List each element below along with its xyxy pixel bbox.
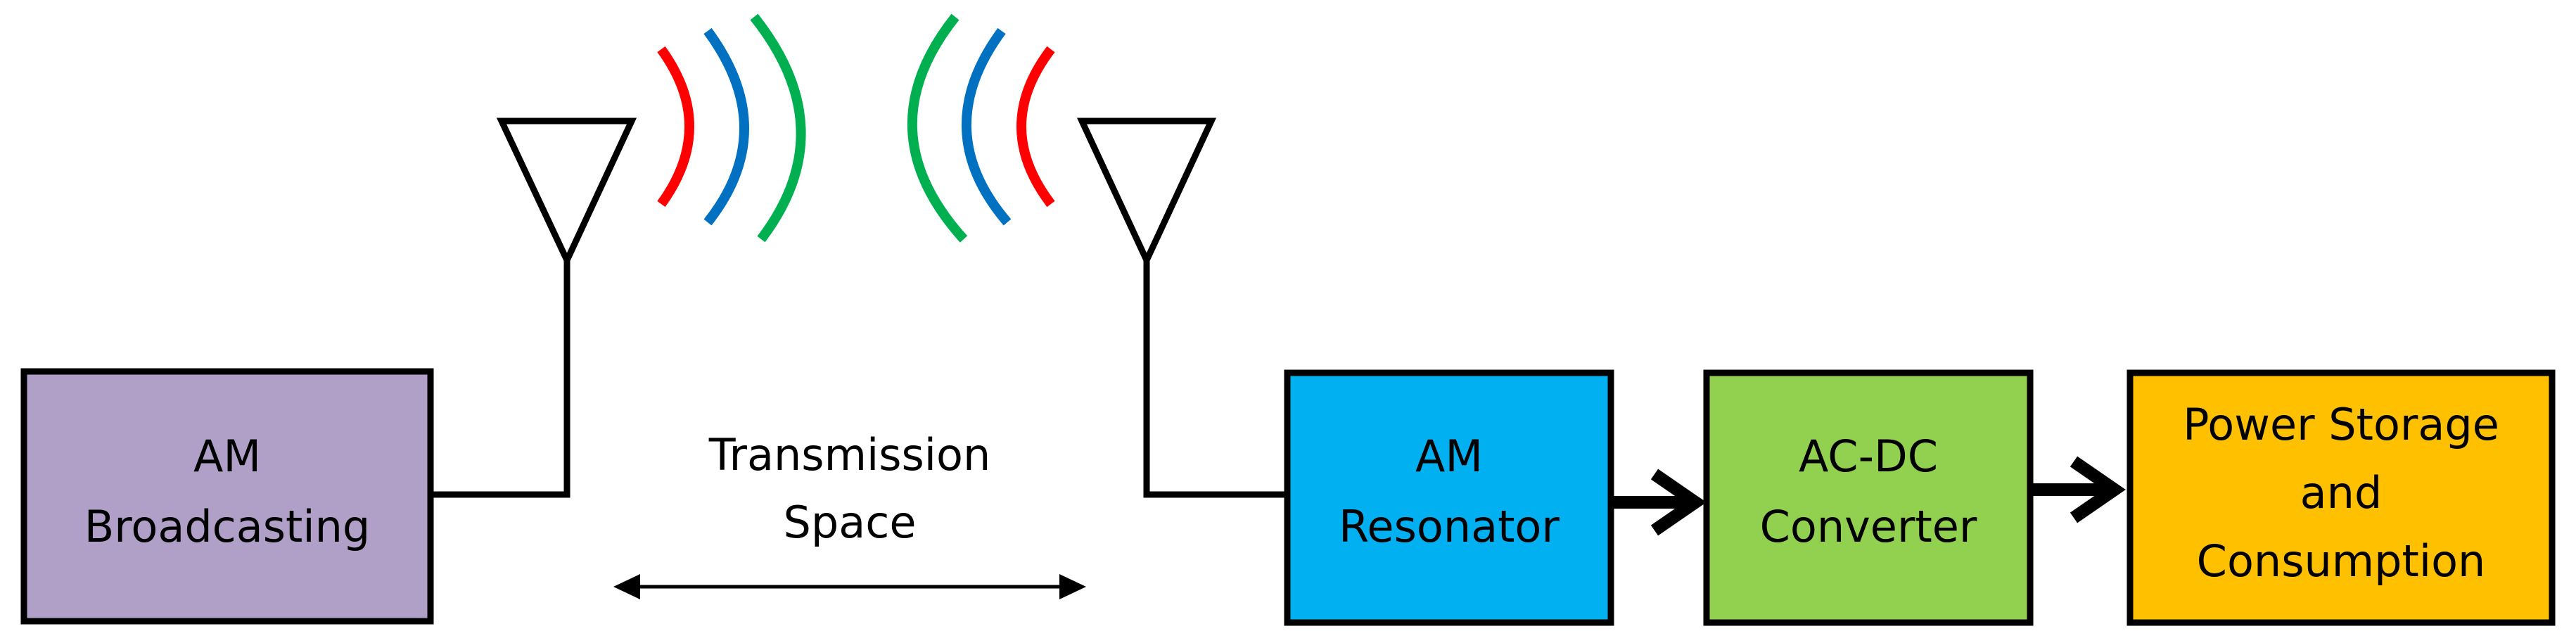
- am-broadcasting-box: [20, 368, 434, 625]
- receiver-feed-line: [1143, 260, 1287, 498]
- receiver-antenna-icon: [1076, 117, 1217, 268]
- receiver-radio-waves-icon: [907, 13, 1055, 243]
- am-resonator-label-line1: AM: [1415, 431, 1483, 482]
- power-storage-label-line3: Consumption: [2197, 535, 2486, 587]
- am-resonator-block: AM Resonator: [1284, 369, 1614, 626]
- rx-wave-blue: [962, 27, 1012, 226]
- arrow-resonator-to-converter: [1611, 469, 1707, 536]
- rx-wave-red: [1016, 46, 1055, 208]
- power-storage-label-line1: Power Storage: [2183, 399, 2499, 450]
- tx-wave-blue: [703, 27, 749, 226]
- am-resonator-box: [1284, 369, 1614, 626]
- ac-dc-converter-label-line2: Converter: [1760, 501, 1977, 552]
- am-broadcasting-label-line2: Broadcasting: [84, 501, 371, 552]
- transmitter-antenna-icon: [496, 117, 637, 268]
- power-storage-box: [2127, 369, 2556, 626]
- transmission-double-arrow: [613, 574, 1086, 599]
- am-resonator-label-line2: Resonator: [1339, 501, 1560, 552]
- tx-wave-green: [750, 13, 806, 243]
- am-broadcasting-label-line1: AM: [193, 431, 261, 482]
- power-storage-label-line2: and: [2300, 467, 2383, 518]
- arrow-converter-to-storage: [2030, 456, 2126, 523]
- am-broadcasting-block: AM Broadcasting: [20, 368, 434, 625]
- transmitter-radio-waves-icon: [657, 13, 806, 243]
- transmission-label-line1: Transmission: [708, 429, 991, 480]
- ac-dc-converter-box: [1703, 369, 2034, 626]
- rx-wave-green: [907, 13, 968, 243]
- transmitter-feed-line: [431, 260, 570, 498]
- ac-dc-converter-block: AC-DC Converter: [1703, 369, 2034, 626]
- tx-wave-red: [657, 46, 694, 208]
- transmission-label-line2: Space: [784, 497, 917, 548]
- ac-dc-converter-label-line1: AC-DC: [1799, 431, 1938, 482]
- power-storage-block: Power Storage and Consumption: [2127, 369, 2556, 626]
